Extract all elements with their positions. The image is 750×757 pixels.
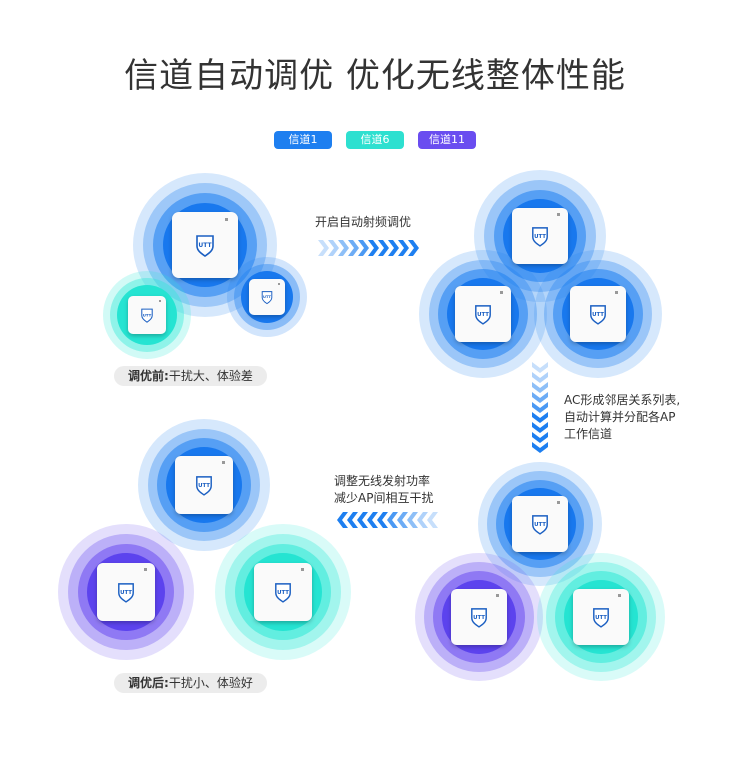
- after-label-text: 干扰小、体验好: [168, 676, 253, 690]
- step-2-line-1: AC形成邻居关系列表,: [564, 393, 681, 407]
- access-point-icon: [512, 208, 568, 264]
- access-point-icon: [573, 589, 629, 645]
- step-3-text: 调整无线发射功率 减少AP间相互干扰: [334, 473, 433, 507]
- arrow-down-icon: [532, 362, 548, 453]
- before-group: [103, 173, 307, 359]
- computing-group: [419, 170, 662, 378]
- legend-channel-1: 信道1: [274, 131, 332, 149]
- access-point-icon: [97, 563, 155, 621]
- access-point-icon: [249, 279, 285, 315]
- access-point-icon: [570, 286, 626, 342]
- step-3-line-2: 减少AP间相互干扰: [334, 491, 434, 505]
- after-label-bold: 调优后:: [128, 676, 169, 690]
- step-2-text: AC形成邻居关系列表, 自动计算并分配各AP 工作信道: [564, 392, 680, 443]
- access-point-icon: [451, 589, 507, 645]
- after-label: 调优后:干扰小、体验好: [114, 673, 267, 693]
- access-point-icon: [172, 212, 238, 278]
- step-2-line-3: 工作信道: [564, 427, 613, 441]
- legend-channel-6: 信道6: [346, 131, 404, 149]
- page-title: 信道自动调优 优化无线整体性能: [124, 56, 626, 96]
- arrow-right-icon: [318, 240, 419, 256]
- access-point-icon: [128, 296, 166, 334]
- access-point-icon: [254, 563, 312, 621]
- legend-channel-11: 信道11: [418, 131, 476, 149]
- access-point-icon: [175, 456, 233, 514]
- access-point-icon: [455, 286, 511, 342]
- assigned-group: [415, 462, 665, 681]
- access-point-icon: [512, 496, 568, 552]
- before-label: 调优前:干扰大、体验差: [114, 366, 267, 386]
- before-label-bold: 调优前:: [128, 369, 169, 383]
- step-3-line-1: 调整无线发射功率: [334, 474, 431, 488]
- after-group: [58, 419, 351, 660]
- before-label-text: 干扰大、体验差: [168, 369, 253, 383]
- arrow-left-icon: [337, 512, 438, 528]
- step-2-line-2: 自动计算并分配各AP: [564, 410, 676, 424]
- step-1-text: 开启自动射频调优: [315, 215, 412, 229]
